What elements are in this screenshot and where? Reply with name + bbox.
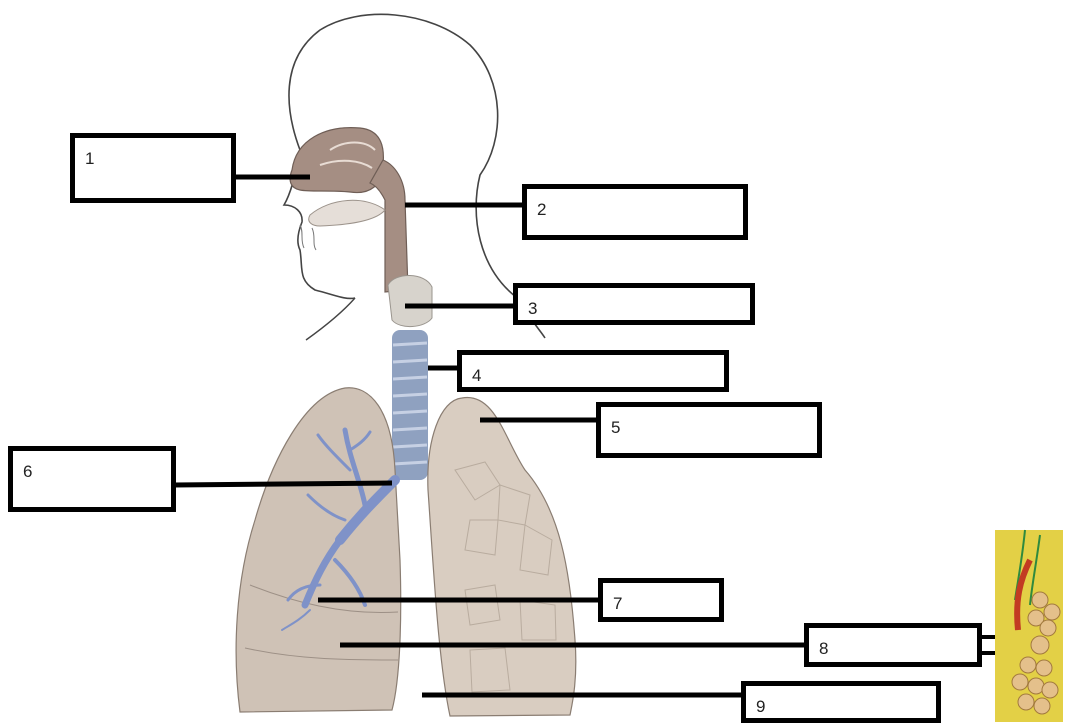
label-box-7[interactable]: 7 [598,578,724,622]
label-box-3[interactable]: 3 [513,283,755,325]
jaw-outline [306,298,355,340]
label-number: 7 [613,595,622,612]
label-number: 9 [756,698,765,715]
label-number: 2 [537,201,546,218]
label-box-2[interactable]: 2 [522,184,748,240]
larynx-shape [388,275,432,326]
lung-left-shape [428,397,576,716]
oral-palate [309,200,385,226]
label-box-5[interactable]: 5 [596,402,822,458]
pharynx-shape [370,160,408,292]
nasal-cavity-shape [290,128,383,193]
label-box-6[interactable]: 6 [8,446,176,512]
label-number: 6 [23,463,32,480]
label-box-8[interactable]: 8 [804,623,982,667]
label-box-9[interactable]: 9 [741,681,941,723]
teeth-outline [300,225,316,250]
leader-line-6 [174,483,392,485]
label-number: 4 [472,367,481,384]
label-box-4[interactable]: 4 [457,350,729,392]
alveoli-cluster-icon [995,530,1063,722]
label-number: 8 [819,640,828,657]
label-number: 5 [611,419,620,436]
label-number: 3 [528,300,537,317]
trachea-shape [392,330,428,480]
label-box-1[interactable]: 1 [70,133,236,203]
label-number: 1 [85,150,94,167]
